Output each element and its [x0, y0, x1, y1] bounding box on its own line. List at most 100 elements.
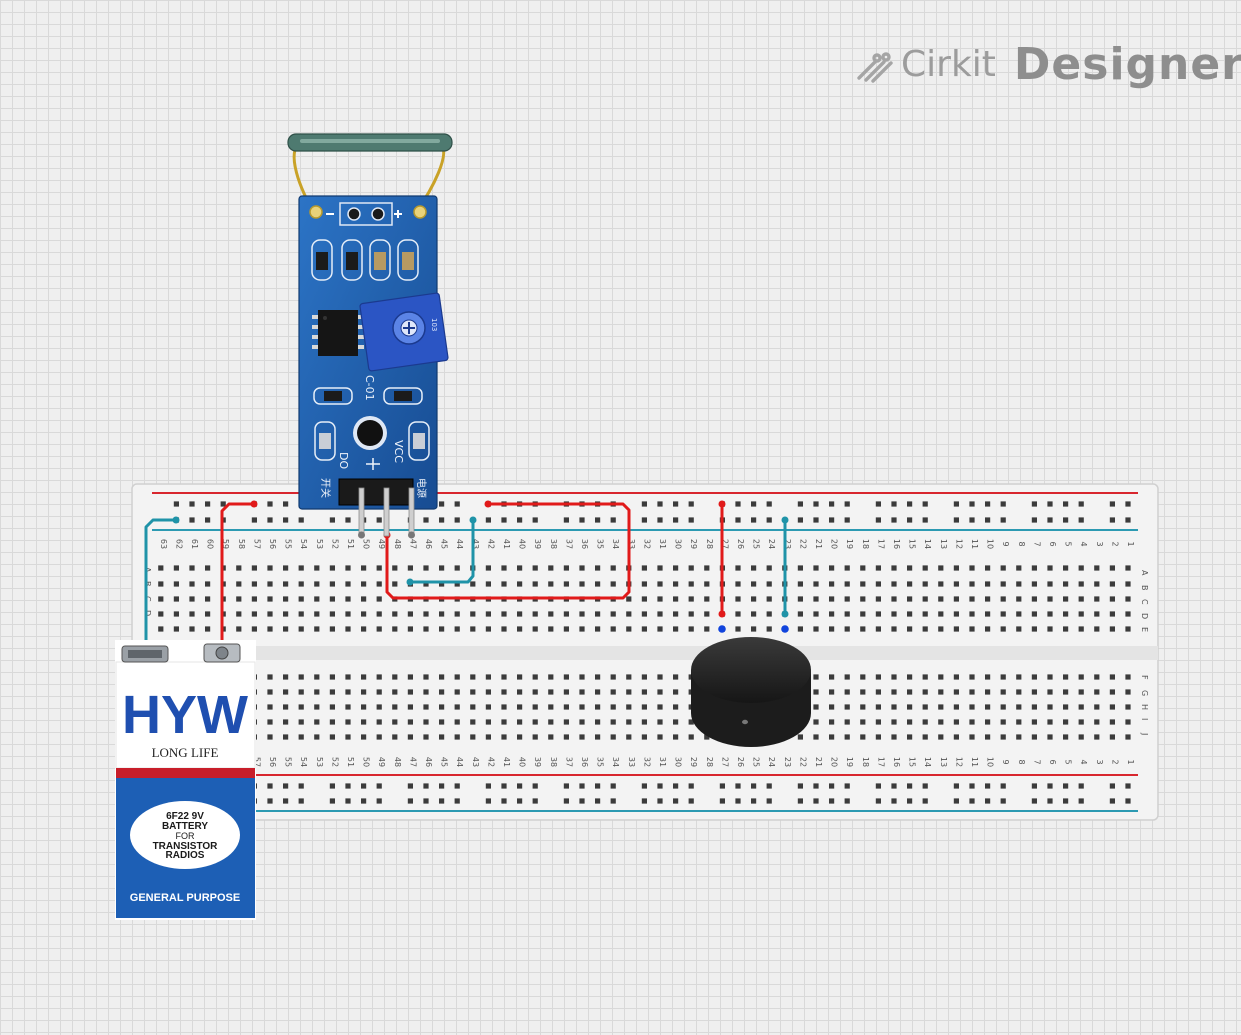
breadboard-hole[interactable]	[205, 517, 211, 523]
breadboard-hole[interactable]	[1094, 719, 1100, 725]
breadboard-hole[interactable]	[1078, 719, 1084, 725]
breadboard-hole[interactable]	[766, 517, 772, 523]
breadboard-hole[interactable]	[1016, 689, 1022, 695]
breadboard-hole[interactable]	[361, 734, 367, 740]
breadboard-hole[interactable]	[439, 704, 445, 710]
breadboard-hole[interactable]	[735, 783, 741, 789]
breadboard-hole[interactable]	[1078, 689, 1084, 695]
breadboard-hole[interactable]	[392, 734, 398, 740]
breadboard-hole[interactable]	[1031, 704, 1037, 710]
breadboard-hole[interactable]	[907, 611, 913, 617]
breadboard-hole[interactable]	[657, 596, 663, 602]
breadboard-hole[interactable]	[1031, 517, 1037, 523]
breadboard-hole[interactable]	[376, 517, 382, 523]
breadboard-hole[interactable]	[751, 626, 757, 632]
breadboard-hole[interactable]	[407, 626, 413, 632]
breadboard-hole[interactable]	[829, 689, 835, 695]
breadboard-hole[interactable]	[844, 626, 850, 632]
breadboard-hole[interactable]	[345, 734, 351, 740]
breadboard-hole[interactable]	[392, 719, 398, 725]
breadboard-hole[interactable]	[657, 501, 663, 507]
breadboard-hole[interactable]	[1063, 501, 1069, 507]
breadboard-hole[interactable]	[298, 719, 304, 725]
breadboard-hole[interactable]	[454, 798, 460, 804]
breadboard-hole[interactable]	[735, 565, 741, 571]
breadboard-hole[interactable]	[454, 674, 460, 680]
breadboard-hole[interactable]	[1125, 689, 1131, 695]
breadboard-hole[interactable]	[1078, 734, 1084, 740]
breadboard-hole[interactable]	[1016, 565, 1022, 571]
breadboard-hole[interactable]	[439, 581, 445, 587]
breadboard-hole[interactable]	[329, 565, 335, 571]
breadboard-hole[interactable]	[267, 719, 273, 725]
breadboard-hole[interactable]	[267, 517, 273, 523]
breadboard-hole[interactable]	[548, 719, 554, 725]
breadboard-hole[interactable]	[485, 674, 491, 680]
breadboard-hole[interactable]	[1031, 565, 1037, 571]
breadboard-hole[interactable]	[579, 626, 585, 632]
breadboard-hole[interactable]	[953, 626, 959, 632]
breadboard-hole[interactable]	[860, 689, 866, 695]
breadboard-hole[interactable]	[891, 798, 897, 804]
breadboard-hole[interactable]	[205, 581, 211, 587]
breadboard-hole[interactable]	[641, 783, 647, 789]
breadboard-hole[interactable]	[641, 581, 647, 587]
breadboard-hole[interactable]	[1125, 704, 1131, 710]
breadboard-hole[interactable]	[829, 674, 835, 680]
breadboard-hole[interactable]	[1125, 719, 1131, 725]
breadboard-hole[interactable]	[610, 674, 616, 680]
breadboard-hole[interactable]	[922, 611, 928, 617]
breadboard-hole[interactable]	[875, 565, 881, 571]
breadboard-hole[interactable]	[267, 501, 273, 507]
breadboard-hole[interactable]	[485, 689, 491, 695]
breadboard-hole[interactable]	[829, 565, 835, 571]
breadboard-hole[interactable]	[610, 565, 616, 571]
breadboard-hole[interactable]	[1016, 611, 1022, 617]
breadboard-hole[interactable]	[392, 565, 398, 571]
breadboard-hole[interactable]	[501, 734, 507, 740]
breadboard-hole[interactable]	[1063, 734, 1069, 740]
breadboard-hole[interactable]	[610, 517, 616, 523]
breadboard-hole[interactable]	[1047, 517, 1053, 523]
breadboard-hole[interactable]	[938, 626, 944, 632]
breadboard-hole[interactable]	[1063, 674, 1069, 680]
breadboard-hole[interactable]	[844, 596, 850, 602]
breadboard-hole[interactable]	[579, 734, 585, 740]
breadboard-hole[interactable]	[891, 719, 897, 725]
breadboard-hole[interactable]	[579, 783, 585, 789]
breadboard-hole[interactable]	[501, 719, 507, 725]
breadboard-hole[interactable]	[189, 581, 195, 587]
breadboard-hole[interactable]	[501, 565, 507, 571]
breadboard-hole[interactable]	[844, 689, 850, 695]
breadboard-hole[interactable]	[875, 798, 881, 804]
breadboard-hole[interactable]	[1125, 596, 1131, 602]
breadboard-hole[interactable]	[922, 565, 928, 571]
breadboard-hole[interactable]	[345, 611, 351, 617]
breadboard-hole[interactable]	[485, 517, 491, 523]
breadboard-hole[interactable]	[173, 581, 179, 587]
breadboard-hole[interactable]	[267, 689, 273, 695]
breadboard-hole[interactable]	[548, 611, 554, 617]
breadboard-hole[interactable]	[641, 565, 647, 571]
breadboard-hole[interactable]	[251, 596, 257, 602]
breadboard-hole[interactable]	[813, 626, 819, 632]
breadboard-hole[interactable]	[813, 596, 819, 602]
breadboard-hole[interactable]	[517, 581, 523, 587]
breadboard-hole[interactable]	[298, 783, 304, 789]
breadboard-hole[interactable]	[751, 596, 757, 602]
breadboard-hole[interactable]	[158, 565, 164, 571]
breadboard-hole[interactable]	[298, 689, 304, 695]
breadboard-hole[interactable]	[283, 674, 289, 680]
breadboard-hole[interactable]	[891, 704, 897, 710]
breadboard-hole[interactable]	[361, 611, 367, 617]
breadboard-hole[interactable]	[797, 565, 803, 571]
breadboard-hole[interactable]	[267, 798, 273, 804]
breadboard-hole[interactable]	[548, 581, 554, 587]
breadboard-hole[interactable]	[938, 611, 944, 617]
breadboard-hole[interactable]	[329, 798, 335, 804]
breadboard-hole[interactable]	[376, 798, 382, 804]
breadboard-hole[interactable]	[751, 501, 757, 507]
breadboard-hole[interactable]	[1078, 611, 1084, 617]
breadboard-hole[interactable]	[1109, 783, 1115, 789]
breadboard-hole[interactable]	[953, 517, 959, 523]
